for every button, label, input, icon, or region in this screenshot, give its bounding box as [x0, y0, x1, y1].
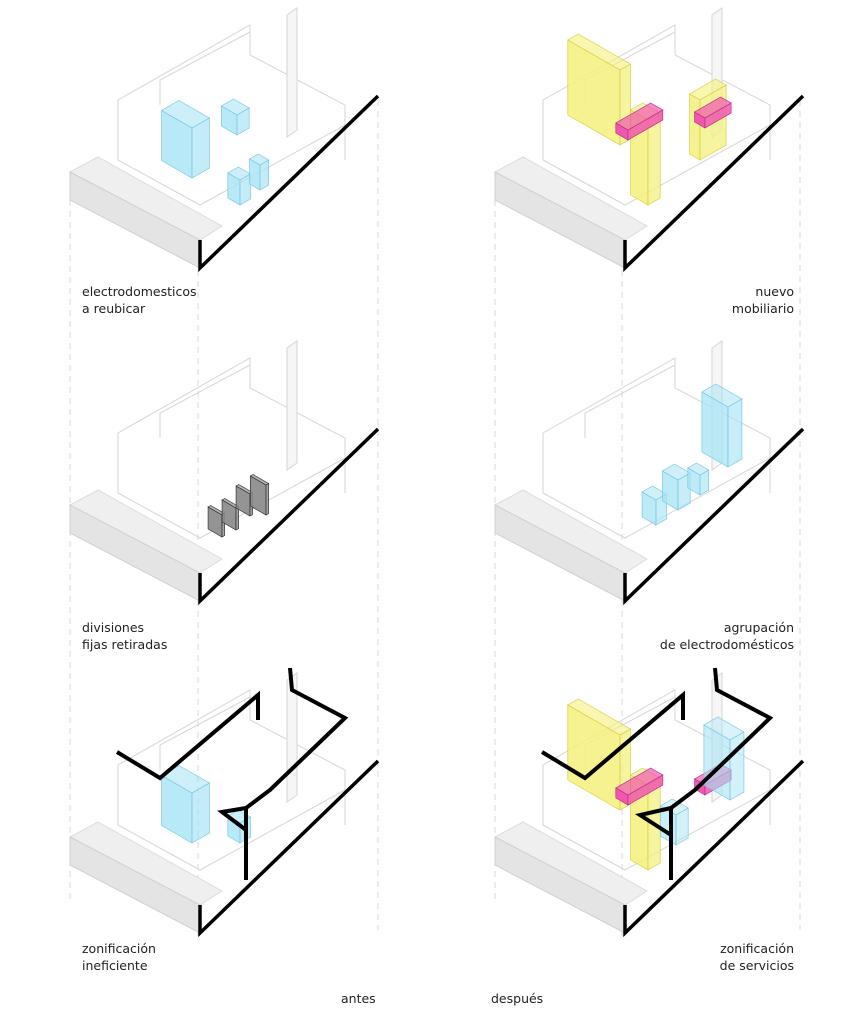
room-floor-outline — [542, 124, 771, 206]
dryer-face — [661, 463, 691, 481]
label-line: mobiliario — [731, 301, 794, 316]
label-line: divisiones — [82, 620, 145, 635]
section-wall-line — [198, 94, 380, 273]
label-new-furniture: nuevo mobiliario — [732, 283, 794, 317]
zoning-wall — [244, 667, 349, 880]
section-wall-line — [198, 427, 380, 606]
shelving-right-face — [689, 93, 701, 161]
section-wall-line — [198, 759, 380, 938]
section-wall-line — [623, 94, 805, 273]
fridge-face — [160, 100, 211, 129]
stove — [220, 98, 250, 136]
label-line: fijas retiradas — [82, 637, 168, 652]
section-wall-line — [623, 427, 805, 606]
section-wall-line — [623, 759, 805, 938]
fridge-face — [727, 398, 743, 468]
stove-face — [687, 462, 710, 476]
room-outline — [542, 689, 771, 825]
partition-3-face — [249, 474, 270, 486]
counter-right — [693, 96, 732, 129]
counter-left-face — [615, 767, 664, 796]
fridge — [160, 765, 211, 844]
room-outline — [117, 357, 346, 493]
washer — [227, 166, 252, 206]
fridge-face — [191, 782, 210, 844]
label-line: zonificación — [720, 941, 794, 956]
partition-3-face — [265, 482, 269, 516]
zoning-wall — [540, 690, 685, 781]
room-floor-outline — [117, 789, 346, 871]
fridge-face — [729, 731, 745, 801]
room-floor-outline — [542, 457, 771, 539]
column-label-after: después — [491, 991, 544, 1006]
label-appliances-to-relocate: electrodomesticos a reubicar — [82, 283, 197, 317]
zoning-wall — [217, 806, 248, 832]
column-outline — [286, 340, 298, 471]
dryer-face — [248, 153, 270, 166]
dryer — [661, 463, 691, 511]
label-line: a reubicar — [82, 301, 146, 316]
stove-face — [220, 98, 250, 116]
column-outline — [286, 7, 298, 138]
fridge-face — [160, 765, 211, 794]
label-appliance-grouping: agrupación de electrodomésticos — [660, 619, 794, 653]
label-line: nuevo — [755, 284, 794, 299]
room-outline — [117, 24, 346, 160]
room-outline — [542, 24, 771, 160]
counter-left — [615, 102, 664, 141]
fridge-face — [191, 117, 210, 179]
shelving-right-face — [688, 78, 727, 101]
room-outline — [542, 357, 771, 493]
room-wall-outline — [159, 31, 251, 105]
room-floor-outline — [117, 457, 346, 539]
washer-face — [227, 166, 252, 181]
zoning-wall — [634, 806, 673, 837]
fridge-face — [701, 383, 743, 408]
fridge — [160, 100, 211, 179]
label-line: ineficiente — [82, 958, 148, 973]
partition-3 — [249, 474, 270, 516]
room-outline — [117, 689, 346, 825]
zoning-wall — [669, 667, 774, 880]
fridge — [703, 716, 745, 801]
label-line: electrodomesticos — [82, 284, 197, 299]
label-line: de electrodomésticos — [659, 637, 794, 652]
label-inefficient-zoning: zonificación ineficiente — [82, 940, 156, 974]
room-wall-outline — [584, 364, 676, 438]
column-label-before: antes — [341, 991, 376, 1006]
label-line: de servicios — [719, 958, 794, 973]
shelving-unit-face — [567, 33, 632, 71]
label-service-zoning: zonificación de servicios — [720, 940, 794, 974]
label-line: zonificación — [82, 941, 156, 956]
stove — [687, 462, 710, 496]
room-floor-outline — [117, 124, 346, 206]
partition-1 — [221, 498, 240, 531]
label-fixed-divisions-removed: divisiones fijas retiradas — [82, 619, 167, 653]
room-floor-outline — [542, 789, 771, 871]
counter-left — [615, 767, 664, 806]
label-line: agrupación — [723, 620, 794, 635]
fridge — [701, 383, 743, 468]
room-wall-outline — [159, 696, 251, 770]
shelving-unit-face — [567, 698, 632, 736]
zoning-wall — [115, 690, 260, 781]
counter-left-face — [615, 102, 664, 131]
counter-right-face — [693, 96, 732, 119]
partition-1-face — [235, 505, 239, 531]
room-wall-outline — [159, 364, 251, 438]
fridge-face — [703, 716, 745, 741]
dryer — [248, 153, 270, 191]
